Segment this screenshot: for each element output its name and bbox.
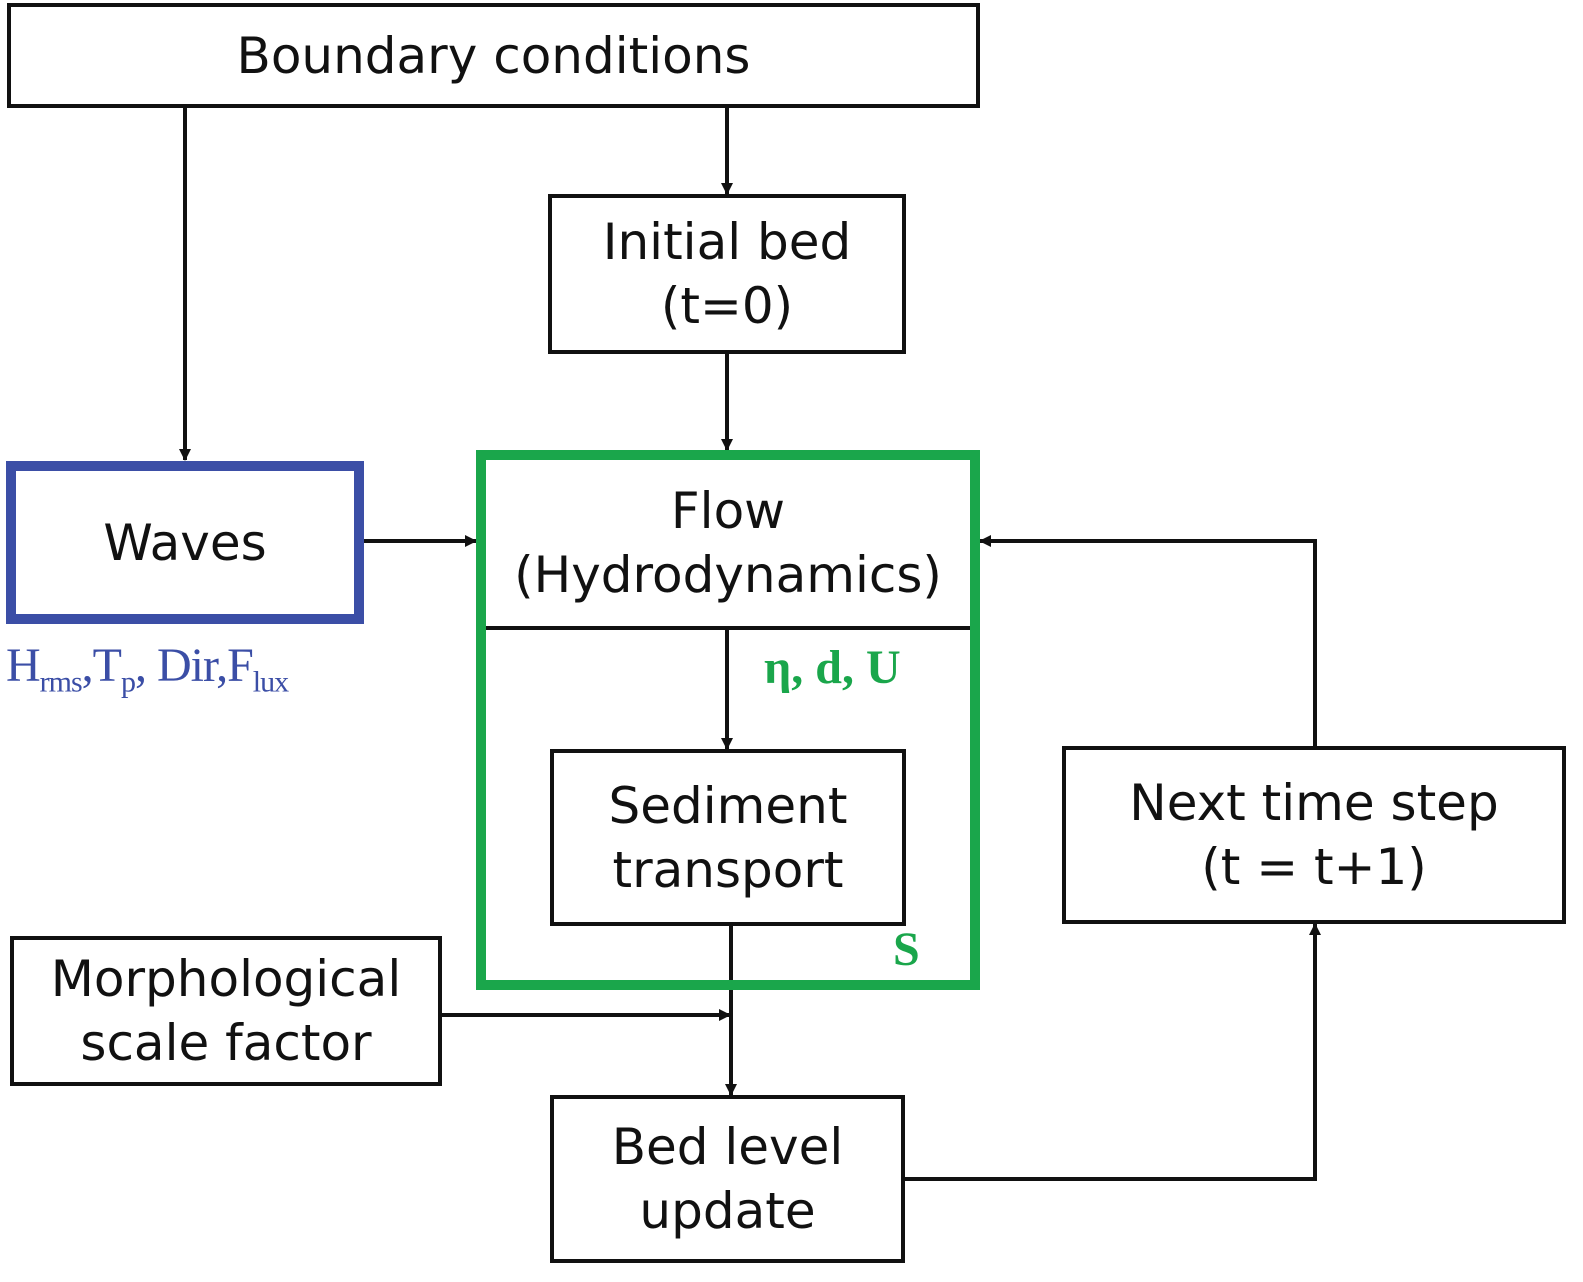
wave-param-sep-2: , [135, 639, 147, 692]
boundary-conditions-box: Boundary conditions [7, 3, 980, 108]
wave-param-t: T [92, 639, 122, 692]
wave-param-t-sub: p [121, 665, 136, 699]
sediment-label: Sediment [608, 776, 848, 835]
flow-sublabel: (Hydrodynamics) [514, 546, 942, 604]
bed-level-update-box: Bed level update [550, 1095, 905, 1263]
next-step-time: (t = t+1) [1201, 838, 1427, 896]
model-container [476, 450, 980, 990]
wave-param-f: F [227, 639, 254, 692]
sediment-transport-box: Sediment transport [550, 749, 906, 926]
wave-param-h: H [6, 639, 41, 692]
flow-outputs-label: η, d, U [764, 641, 901, 694]
flow-label: Flow [670, 482, 786, 540]
next-time-step-box: Next time step (t = t+1) [1062, 746, 1566, 924]
wave-parameters: Hrms,Tp, Dir,Flux [6, 638, 289, 700]
sediment-sublabel: transport [612, 840, 844, 899]
wave-param-dir: Dir [157, 639, 217, 692]
waves-label: Waves [103, 513, 267, 572]
sediment-output-label: S [893, 923, 920, 976]
morph-sublabel: scale factor [80, 1014, 372, 1072]
wave-param-sep-1: , [81, 639, 94, 692]
morphological-scale-factor-box: Morphological scale factor [10, 936, 442, 1086]
flow-box: Flow (Hydrodynamics) [486, 460, 970, 630]
initial-bed-time: (t=0) [660, 277, 794, 335]
bed-update-label: Bed level [611, 1118, 844, 1176]
next-step-label: Next time step [1129, 774, 1499, 832]
initial-bed-box: Initial bed (t=0) [548, 194, 906, 354]
wave-param-sep-3: , [216, 639, 228, 692]
wave-param-h-sub: rms [39, 665, 83, 699]
morph-label: Morphological [50, 950, 402, 1008]
arrow-next-step-to-flow [979, 535, 1317, 746]
boundary-conditions-label: Boundary conditions [236, 26, 751, 85]
bed-update-sublabel: update [639, 1182, 816, 1240]
wave-param-f-sub: lux [252, 665, 289, 699]
waves-box: Waves [6, 461, 364, 624]
initial-bed-label: Initial bed [602, 213, 852, 271]
